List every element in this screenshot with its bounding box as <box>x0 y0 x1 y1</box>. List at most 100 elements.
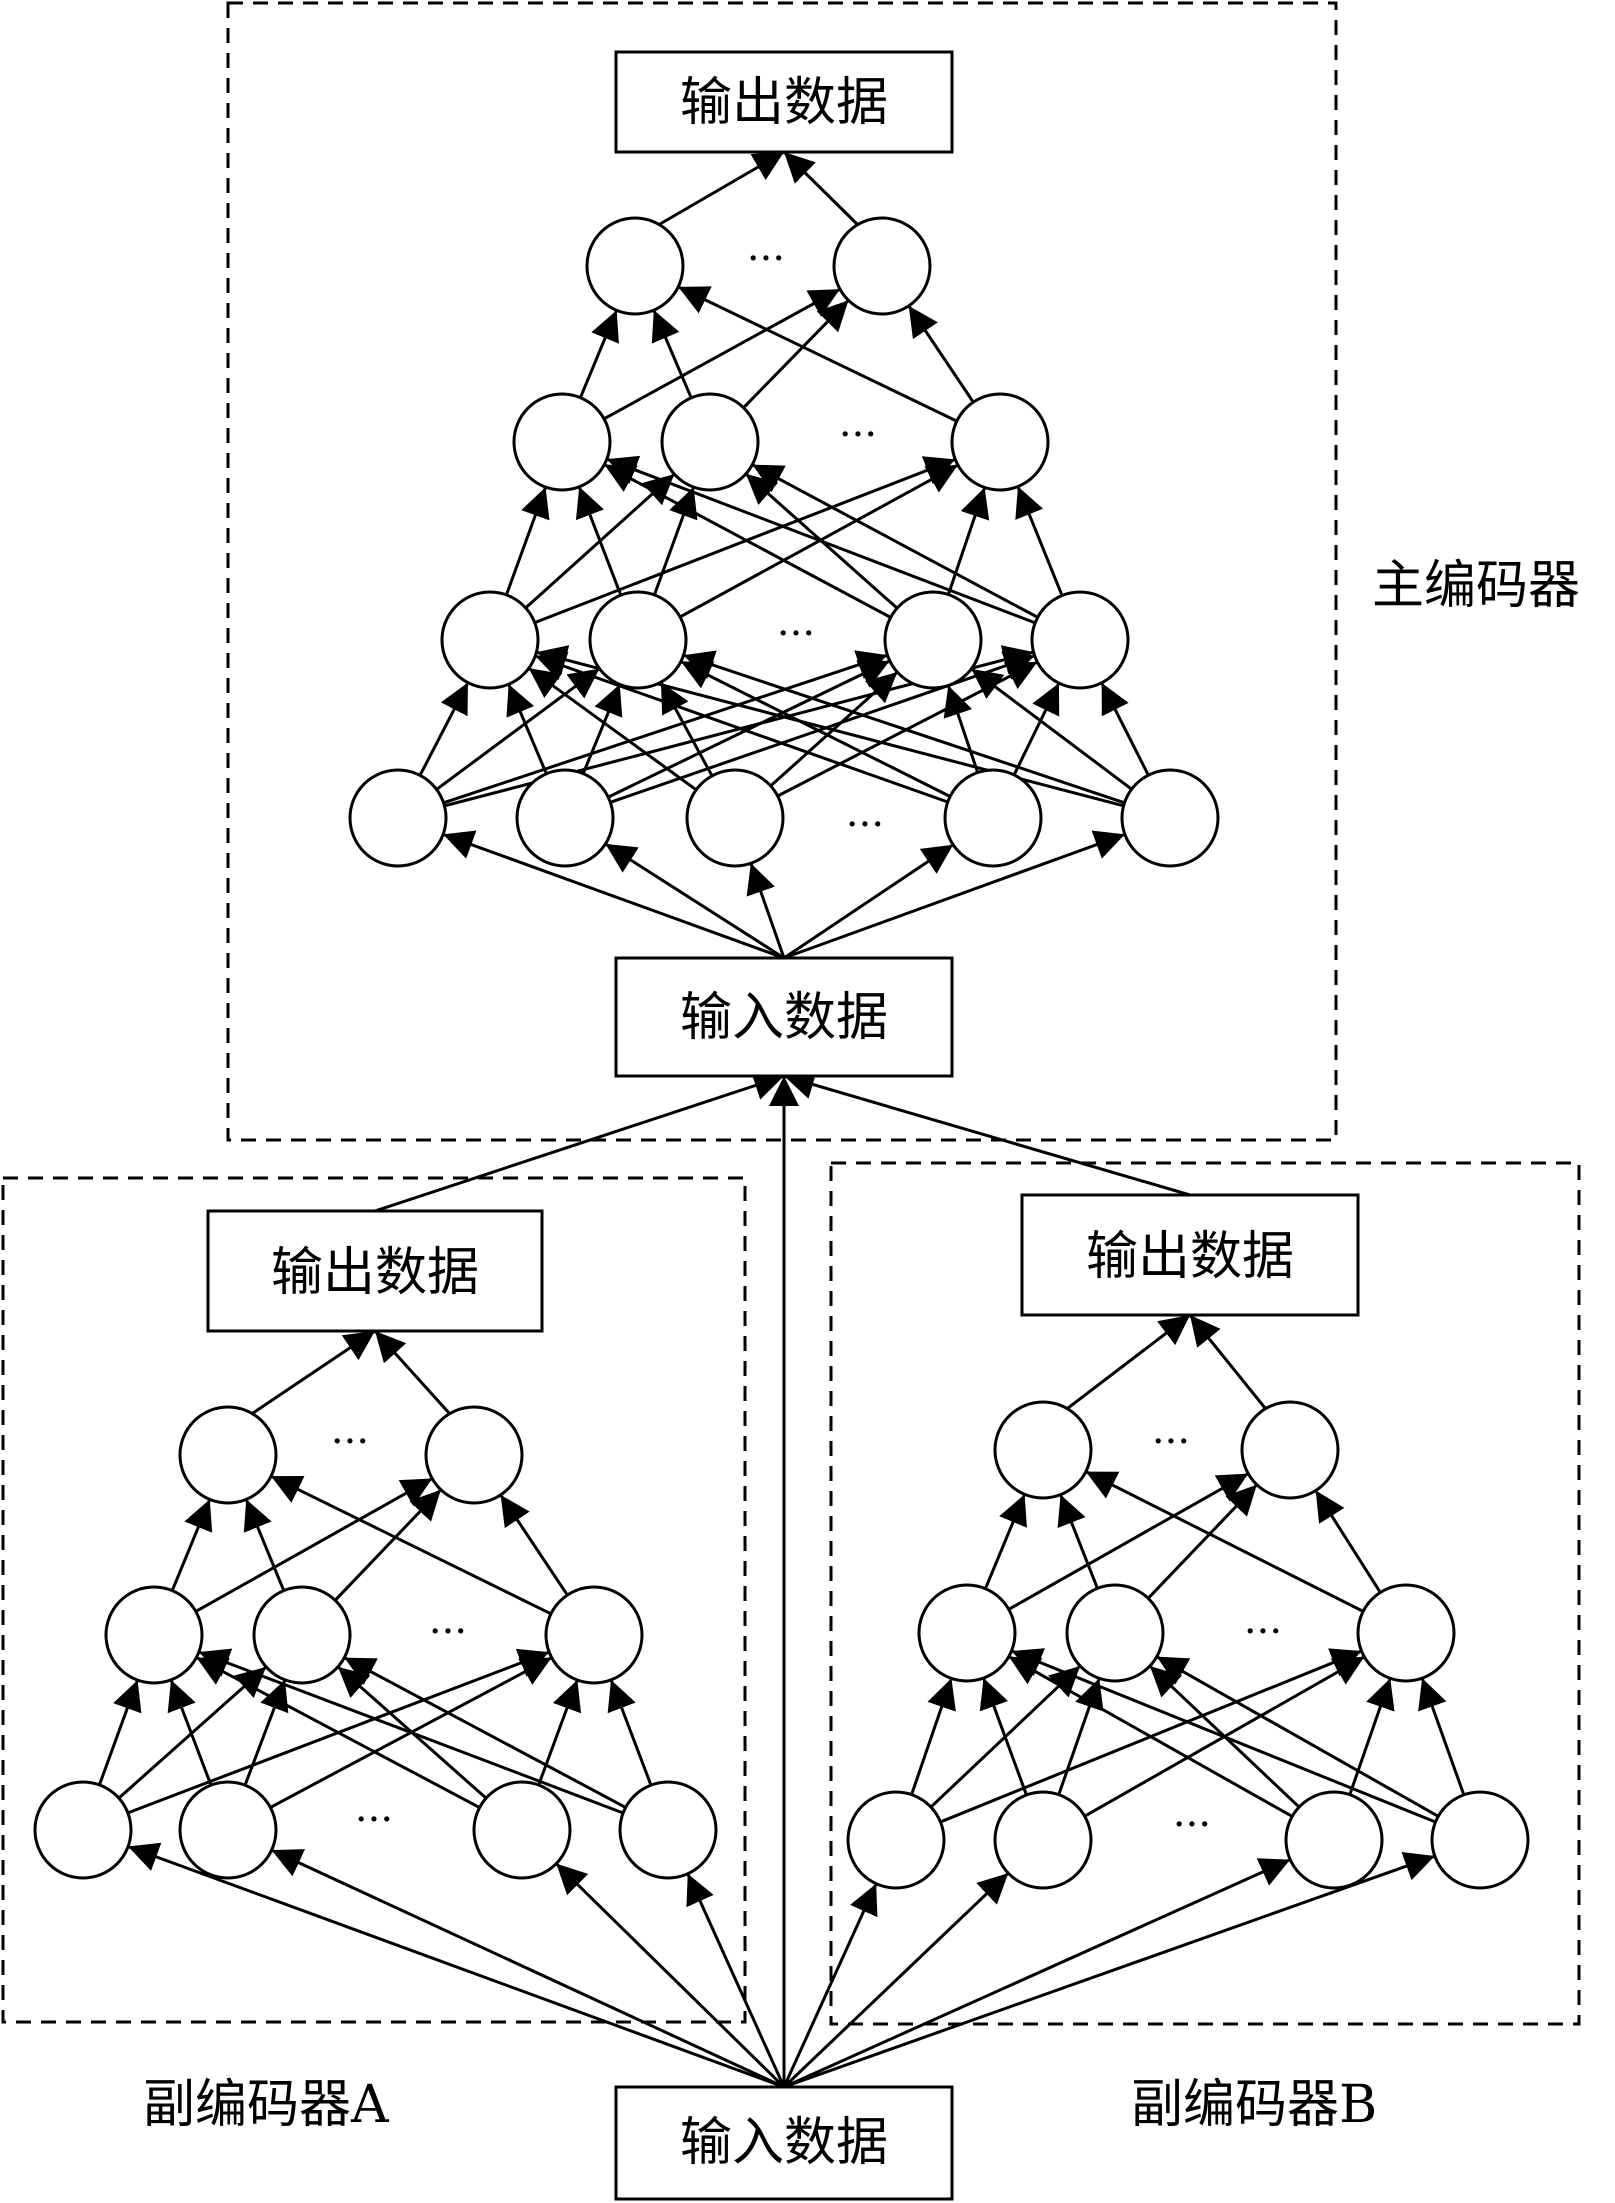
sub-a-l2-l3-edge <box>243 1498 286 1592</box>
sub-b-l3-neuron <box>993 1400 1093 1500</box>
sub-encoder-b-frame <box>829 1161 1581 2026</box>
sub-a-l2-neuron <box>252 1585 352 1685</box>
main-l1-l2-edge <box>943 685 980 773</box>
sub-b-l1-l2-edge <box>1057 1677 1104 1796</box>
sub-a-l2-l3-edge <box>499 1494 569 1596</box>
main-l1-l2-edge <box>534 651 949 804</box>
main-l1-neuron <box>515 768 615 868</box>
main-l3-l4-edge <box>742 299 850 409</box>
main-input-arrow <box>783 843 954 960</box>
sub-b-l1-neuron <box>846 1790 946 1890</box>
sub-b-l1-neuron <box>1284 1790 1384 1890</box>
main-output-box: 输出数据 <box>614 50 954 154</box>
sub-b-l3-ellipsis: ··· <box>1152 1419 1190 1465</box>
main-l3-ellipsis: ··· <box>839 412 877 458</box>
sub-b-to-output-arrow <box>1188 1314 1267 1409</box>
connections <box>98 150 1466 2089</box>
main-l1-neuron <box>348 768 448 868</box>
bottom-input-arrow <box>782 1872 1010 2089</box>
main-l2-l3-edge <box>652 486 698 596</box>
main-l2-l3-edge <box>606 455 1036 625</box>
main-l2-neuron <box>1030 590 1130 690</box>
sub-a-l1-l2-edge <box>343 1656 627 1809</box>
main-output-label: 输出数据 <box>680 73 888 133</box>
sub-a-l1-neuron <box>178 1780 278 1880</box>
sub-a-l2-l3-edge <box>270 1474 552 1616</box>
main-l2-neuron <box>440 590 540 690</box>
sub-a-l3-ellipsis: ··· <box>331 1419 369 1465</box>
main-l1-l2-edge <box>970 667 1133 791</box>
sub-b-l2-neuron <box>1356 1583 1456 1683</box>
neurons <box>33 216 1530 1890</box>
bottom-input-arrow <box>783 1851 1436 2089</box>
main-l3-l4-edge <box>579 309 619 399</box>
main-input-box: 输入数据 <box>614 956 954 1078</box>
main-l1-l2-edge <box>680 660 951 798</box>
main-l2-l3-edge <box>751 463 1039 619</box>
sub-b-l2-ellipsis: ··· <box>1244 1609 1282 1655</box>
sub-b-output-to-main-input-arrow <box>783 1070 1191 1197</box>
main-l2-l3-edge <box>504 486 550 596</box>
sub-a-l1-ellipsis: ··· <box>355 1797 393 1843</box>
sub-b-l2-neuron <box>917 1583 1017 1683</box>
sub-b-l1-neuron <box>1430 1790 1530 1890</box>
sub-a-to-output-arrow <box>373 1329 451 1415</box>
main-l1-l2-edge <box>443 650 888 805</box>
main-input-arrow <box>783 830 1126 960</box>
main-encoder-frame <box>226 1 1338 1142</box>
sub-a-l1-l2-edge <box>167 1679 213 1786</box>
sub-a-l2-ellipsis: ··· <box>429 1609 467 1655</box>
sub-a-l1-l2-edge <box>98 1679 142 1786</box>
main-l1-neuron <box>685 768 785 868</box>
main-l2-l3-edge <box>575 486 623 596</box>
bottom-input-arrow <box>270 1848 785 2089</box>
sub-a-l1-l2-edge <box>198 1648 624 1815</box>
sub-b-l2-l3-edge <box>1057 1494 1099 1589</box>
sub-b-l2-l3-edge <box>1314 1489 1382 1594</box>
sub-a-l1-l2-edge <box>243 1679 289 1786</box>
main-l3-l4-edge <box>677 285 958 423</box>
sub-a-to-output-arrow <box>252 1329 376 1415</box>
sub-a-l2-l3-edge <box>334 1488 442 1602</box>
sub-b-l1-l2-edge <box>1008 1655 1293 1818</box>
sub-a-l2-l3-edge <box>170 1498 213 1592</box>
sub-encoder-a-label: 副编码器A <box>143 2075 390 2135</box>
main-l1-l2-edge <box>581 683 623 775</box>
main-l1-l2-edge <box>1100 682 1150 776</box>
main-input-arrow <box>442 830 785 960</box>
sub-b-l1-ellipsis: ··· <box>1173 1802 1211 1848</box>
main-l2-l3-edge <box>946 486 990 596</box>
sub-a-output-box: 输出数据 <box>206 1209 544 1333</box>
main-l4-neuron <box>832 216 932 316</box>
main-l2-ellipsis: ··· <box>777 611 815 657</box>
main-l1-l2-edge <box>435 667 601 791</box>
main-l1-l2-edge <box>527 666 698 792</box>
bottom-input-label: 输入数据 <box>680 2113 888 2173</box>
sub-b-output-label: 输出数据 <box>1086 1227 1294 1287</box>
main-l2-neuron <box>883 590 983 690</box>
main-l3-l4-edge <box>907 305 975 403</box>
main-l1-neuron <box>1120 768 1220 868</box>
sub-b-l2-l3-edge <box>1008 1472 1249 1611</box>
sub-a-l2-l3-edge <box>195 1477 433 1613</box>
main-input-label: 输入数据 <box>680 988 888 1048</box>
main-l2-neuron <box>588 590 688 690</box>
sub-b-l2-l3-edge <box>1147 1483 1258 1600</box>
sub-b-l1-l2-edge <box>1348 1677 1395 1796</box>
sub-b-l1-l2-edge <box>1156 1655 1439 1818</box>
main-to-output-arrow <box>782 150 859 226</box>
sub-a-output-to-main-input-arrow <box>374 1071 785 1213</box>
bottom-input-arrow <box>782 1883 878 2088</box>
main-input-arrow <box>604 842 785 960</box>
sub-a-l2-neuron <box>544 1585 644 1685</box>
sub-b-l2-l3-edge <box>984 1493 1027 1590</box>
sub-encoder-b-label: 副编码器B <box>1131 2075 1377 2135</box>
sub-b-l1-l2-edge <box>979 1677 1028 1796</box>
main-l4-ellipsis: ··· <box>747 236 785 282</box>
sub-b-l1-neuron <box>993 1790 1093 1890</box>
sub-a-l3-neuron <box>178 1405 278 1505</box>
sub-b-l2-l3-edge <box>1085 1470 1364 1613</box>
main-l3-l4-edge <box>603 287 841 421</box>
main-l1-ellipsis: ··· <box>846 802 884 848</box>
